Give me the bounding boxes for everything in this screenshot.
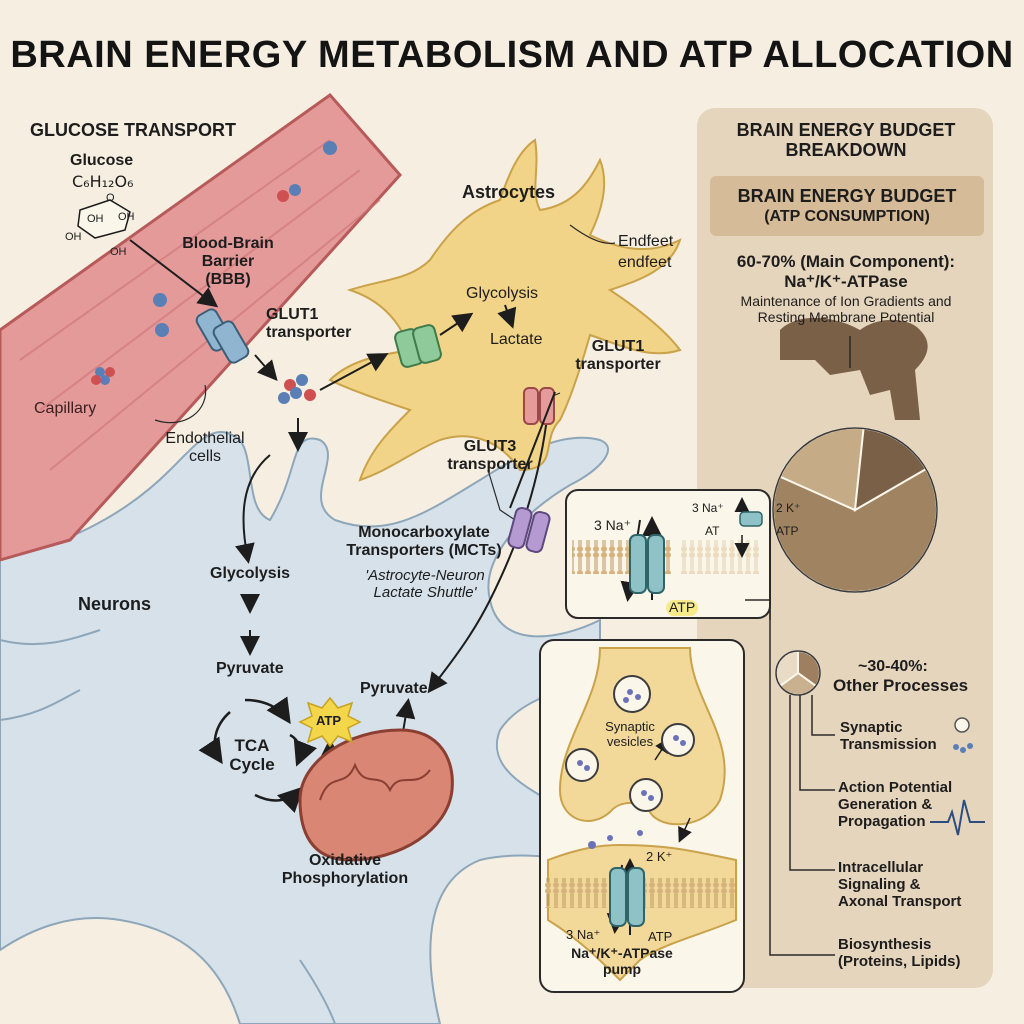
- neurons-label: Neurons: [78, 594, 152, 614]
- main-pie: [772, 427, 938, 593]
- neuron-glycolysis: Glycolysis: [210, 565, 291, 582]
- blood-particles: [91, 141, 337, 385]
- neuron-pyruvate-1: Pyruvate: [216, 660, 284, 677]
- glucose-label: Glucose: [70, 152, 134, 169]
- budget-other-pct: ~30-40%:: [858, 658, 928, 675]
- glut3-label: GLUT3 transporter: [447, 438, 533, 473]
- endothelial-label: Endothelial cells: [165, 430, 245, 465]
- page-title: BRAIN ENERGY METABOLISM AND ATP ALLOCATI…: [10, 34, 1014, 76]
- budget-item-synaptic: Synaptic Transmission: [840, 719, 937, 753]
- glut1-astro-label: GLUT1 transporter: [575, 338, 661, 373]
- budget-subbox-bg: [710, 176, 984, 236]
- budget-item-signaling: Intracellular Signaling & Axonal Transpo…: [838, 859, 962, 910]
- astro-glycolysis: Glycolysis: [466, 285, 539, 302]
- small-pie-outline: [775, 650, 821, 696]
- pump-k-small: 2 K⁺: [776, 501, 801, 515]
- pump-atp-badge: ATP: [666, 599, 699, 616]
- glut1-endfoot-transporter: [523, 387, 555, 425]
- astro-lactate: Lactate: [490, 331, 543, 348]
- neuron-pyruvate-2: Pyruvate: [360, 680, 428, 697]
- pump-atp-small: ATP: [776, 524, 799, 538]
- ring-oh-1: OH: [87, 213, 104, 225]
- ring-oh-4: OH: [110, 246, 127, 258]
- synapse-pump-label: Na⁺/K⁺-ATPase pump: [571, 945, 673, 977]
- budget-box-subtitle: (ATP CONSUMPTION): [764, 208, 930, 225]
- brain-silhouette: [780, 317, 928, 420]
- synapse-icon: [953, 717, 973, 753]
- glucose-ring: [77, 199, 131, 239]
- synapse-na-label: 3 Na⁺: [566, 927, 601, 942]
- endfeet-label-2: endfeet: [618, 254, 672, 271]
- budget-main-desc: Maintenance of Ion Gradients and Resting…: [740, 293, 952, 325]
- bbb-label: Blood-Brain Barrier (BBB): [182, 235, 274, 288]
- synapse-k-label: 2 K⁺: [646, 849, 673, 864]
- budget-item-action-potential: Action Potential Generation & Propagatio…: [838, 779, 953, 830]
- pump-protein: [629, 511, 763, 594]
- synapse-pump-protein: [609, 867, 645, 927]
- oxphos-label: Oxidative Phosphorylation: [281, 852, 409, 887]
- glucose-transport-heading: GLUCOSE TRANSPORT: [30, 120, 237, 140]
- budget-item-biosynthesis: Biosynthesis (Proteins, Lipids): [838, 936, 961, 970]
- capillary-label: Capillary: [34, 400, 97, 417]
- budget-heading: BRAIN ENERGY BUDGET BREAKDOWN: [736, 120, 956, 161]
- lactate-shuttle-label: 'Astrocyte-Neuron Lactate Shuttle': [365, 567, 485, 601]
- glucose-cluster: [278, 374, 316, 404]
- budget-box-title: BRAIN ENERGY BUDGET: [737, 186, 957, 206]
- synaptic-vesicles-label: Synaptic vesicles: [605, 719, 655, 749]
- synapse-atp-label: ATP: [648, 929, 673, 944]
- glucose-formula: C₆H₁₂O₆: [72, 172, 134, 191]
- astrocytes-label: Astrocytes: [462, 182, 556, 202]
- mct-transporter: [507, 506, 551, 554]
- glut1-bbb-label: GLUT1 transporter: [266, 306, 352, 341]
- pump-at-small: AT: [705, 524, 720, 538]
- ring-o: O: [106, 192, 115, 204]
- small-pie: [775, 649, 821, 696]
- pump-na-small: 3 Na⁺: [692, 501, 724, 515]
- synaptic-vesicles: [565, 675, 695, 849]
- endfeet-label-1: Endfeet: [618, 233, 674, 250]
- budget-main-pct: 60-70% (Main Component):: [736, 252, 956, 271]
- main-pie-outline: [772, 427, 938, 593]
- waveform-icon: [930, 799, 985, 836]
- pump-na-label: 3 Na⁺: [594, 517, 631, 533]
- budget-other-name: Other Processes: [833, 676, 969, 695]
- glut1-bbb-transporter: [195, 308, 250, 364]
- ring-oh-3: OH: [118, 211, 135, 223]
- atp-star-label: ATP: [316, 713, 342, 728]
- tca-cycle-label: TCA Cycle: [229, 736, 275, 775]
- ring-oh-2: OH: [65, 231, 82, 243]
- glut1-astro-transporter: [394, 324, 442, 368]
- mct-label: Monocarboxylate Transporters (MCTs): [346, 524, 502, 559]
- atp-star: [298, 696, 362, 748]
- budget-main-name: Na⁺/K⁺-ATPase: [784, 272, 908, 291]
